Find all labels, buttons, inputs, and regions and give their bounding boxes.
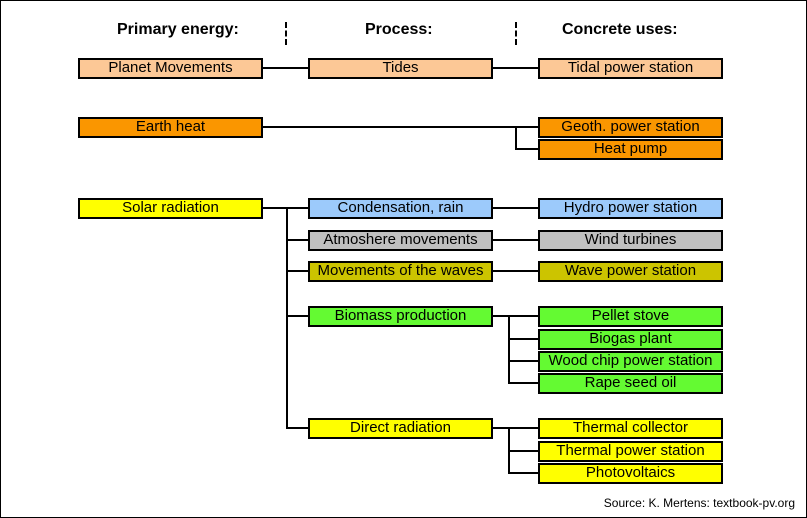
box-pellet-stove: Pellet stove	[538, 306, 723, 327]
header-primary-energy: Primary energy:	[117, 21, 239, 38]
box-wave-power-station: Wave power station	[538, 261, 723, 282]
column-separator-1	[285, 22, 287, 45]
box-condensation-rain: Condensation, rain	[308, 198, 493, 219]
box-tidal-power-station: Tidal power station	[538, 58, 723, 79]
connector-biomass-trunk	[492, 315, 539, 317]
connector-wood-chip	[508, 360, 539, 362]
connector-to-direct	[286, 427, 309, 429]
connector-pv	[508, 472, 539, 474]
connector-direct-trunk	[492, 427, 539, 429]
connector-rape	[508, 382, 539, 384]
connector-solar-branch	[286, 207, 288, 429]
box-heat-pump: Heat pump	[538, 139, 723, 160]
box-rape-seed-oil: Rape seed oil	[538, 373, 723, 394]
box-atmosphere-movements: Atmoshere movements	[308, 230, 493, 251]
connector-to-atmosphere	[286, 239, 309, 241]
connector-to-waves	[286, 270, 309, 272]
box-planet-movements: Planet Movements	[78, 58, 263, 79]
connector-planet-tides	[262, 67, 309, 69]
connector-biogas	[508, 338, 539, 340]
box-biomass-production: Biomass production	[308, 306, 493, 327]
box-thermal-collector: Thermal collector	[538, 418, 723, 439]
connector-heat-pump	[515, 148, 539, 150]
connector-earth-branch	[515, 126, 517, 150]
box-solar-radiation: Solar radiation	[78, 198, 263, 219]
connector-solar-trunk	[262, 207, 309, 209]
connector-earth-trunk	[262, 126, 539, 128]
connector-waves-wave	[492, 270, 539, 272]
box-movements-of-waves: Movements of the waves	[308, 261, 493, 282]
box-biogas-plant: Biogas plant	[538, 329, 723, 350]
box-wood-chip-power-station: Wood chip power station	[538, 351, 723, 372]
header-concrete-uses: Concrete uses:	[562, 21, 678, 38]
header-process: Process:	[365, 21, 433, 38]
box-photovoltaics: Photovoltaics	[538, 463, 723, 484]
connector-thermal-power	[508, 450, 539, 452]
box-hydro-power-station: Hydro power station	[538, 198, 723, 219]
box-wind-turbines: Wind turbines	[538, 230, 723, 251]
box-geoth-power-station: Geoth. power station	[538, 117, 723, 138]
connector-biomass-branch	[508, 315, 510, 384]
connector-tides-tidal	[492, 67, 539, 69]
connector-to-biomass	[286, 315, 309, 317]
column-separator-2	[515, 22, 517, 45]
connector-condensation-hydro	[492, 207, 539, 209]
connector-atmosphere-wind	[492, 239, 539, 241]
source-credit: Source: K. Mertens: textbook-pv.org	[603, 496, 795, 510]
box-earth-heat: Earth heat	[78, 117, 263, 138]
box-thermal-power-station: Thermal power station	[538, 441, 723, 462]
box-direct-radiation: Direct radiation	[308, 418, 493, 439]
box-tides: Tides	[308, 58, 493, 79]
